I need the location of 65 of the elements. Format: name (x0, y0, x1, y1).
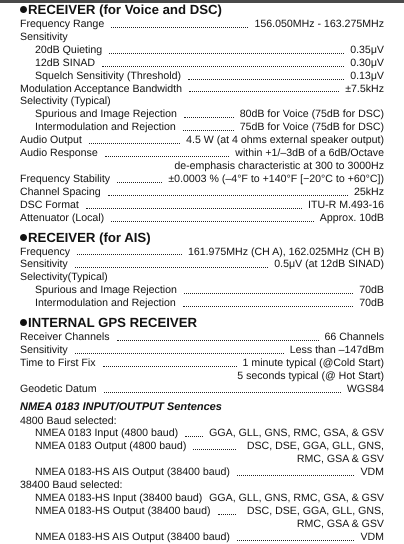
spec-label: Geodetic Datum (20, 382, 97, 396)
spec-value: 80dB for Voice (75dB for DSC) (240, 108, 384, 122)
spec-label: Modulation Acceptance Bandwidth (20, 82, 182, 96)
spec-label: NMEA 0183-HS AIS Output (38400 baud) (35, 466, 230, 480)
spec-value: 0.35μV (350, 44, 384, 57)
spec-value: within +1/–3dB of a 6dB/Octave (235, 147, 384, 160)
spec-value: 0.13μV (350, 70, 384, 83)
section-heading: RECEIVER (for AIS) (28, 228, 151, 246)
section-heading: NMEA 0183 INPUT/OUTPUT Sentences (20, 400, 222, 415)
spec-value: 1 minute typical (@Cold Start) (242, 356, 384, 370)
spec-value: 4.5 W (at 4 ohms external speaker output) (186, 134, 384, 148)
spec-label: Spurious and Image Rejection (35, 108, 177, 122)
spec-label: Intermodulation and Rejection (35, 297, 176, 310)
spec-label: Time to First Fix (20, 356, 96, 370)
spec-value: 5 seconds typical (@ Hot Start) (237, 370, 384, 383)
spec-label: 20dB Quieting (35, 44, 102, 57)
spec-label: 4800 Baud selected: (20, 414, 117, 428)
spec-label: Intermodulation and Rejection (35, 121, 176, 134)
spec-value: ITU-R M.493-16 (308, 198, 384, 212)
section-heading: INTERNAL GPS RECEIVER (28, 314, 198, 332)
spec-label: Frequency Stability (20, 172, 110, 186)
section-heading: RECEIVER (for Voice and DSC) (28, 1, 222, 18)
spec-label: NMEA 0183-HS Output (38400 baud) (35, 504, 210, 518)
spec-label: Squelch Sensitivity (Threshold) (35, 70, 182, 83)
spec-value: VDM (360, 466, 384, 480)
spec-value: WGS84 (346, 382, 384, 396)
spec-label: NMEA 0183-HS Input (38400 baud) (35, 492, 202, 505)
spec-label: NMEA 0183 Input (4800 baud) (35, 427, 178, 440)
spec-value: 25kHz (354, 186, 384, 199)
spec-label: Sensitivity (20, 258, 68, 272)
spec-label: Frequency (20, 246, 70, 258)
spec-value: Less than –147dBm (290, 344, 384, 357)
spec-label: DSC Format (20, 198, 79, 212)
spec-value: Approx. 10dB (320, 212, 384, 224)
spec-label: Spurious and Image Rejection (35, 284, 177, 298)
spec-label: Audio Response (20, 147, 98, 160)
spec-value: VDM (360, 530, 384, 544)
spec-value: 70dB (359, 284, 384, 298)
spec-label: 38400 Baud selected: (20, 479, 122, 492)
spec-value: DSC, DSE, GGA, GLL, GNS, RMC, GSA & GSV (246, 440, 384, 466)
spec-value: DSC, DSE, GGA, GLL, GNS, RMC, GSA & GSV (246, 504, 384, 531)
spec-value: 161.975MHz (CH A), 162.025MHz (CH B) (188, 246, 384, 258)
spec-value: 0.5μV (at 12dB SINAD) (274, 258, 384, 272)
spec-label: Sensitivity (20, 344, 68, 357)
spec-label: NMEA 0183-HS AIS Output (38400 baud) (35, 530, 230, 544)
spec-value: GGA, GLL, GNS, RMC, GSA, & GSV (209, 492, 384, 505)
spec-label: Selectivity (Typical) (20, 95, 111, 108)
spec-label: 12dB SINAD (35, 56, 96, 70)
spec-label: NMEA 0183 Output (4800 baud) (35, 440, 186, 454)
spec-label: Frequency Range (20, 18, 104, 31)
spec-label: Selectivity(Typical) (20, 271, 108, 284)
spec-value: 66 Channels (324, 331, 384, 344)
spec-value: ±0.0003 % (–4°F to +140°F [−20°C to +60°C]) (168, 172, 384, 186)
spec-label: Attenuator (Local) (20, 212, 104, 224)
spec-value: de-emphasis characteristic at 300 to 3000Hz (174, 160, 384, 173)
spec-value: 0.30μV (350, 56, 384, 70)
spec-label: Sensitivity (20, 30, 68, 44)
spec-value: 75dB for Voice (75dB for DSC) (240, 121, 384, 134)
spec-value: ±7.5kHz (345, 82, 384, 96)
spec-value: 156.050MHz - 163.275MHz (254, 18, 384, 31)
spec-value: 70dB (359, 297, 384, 310)
spec-value: GGA, GLL, GNS, RMC, GSA, & GSV (209, 427, 384, 440)
spec-label: Audio Output (20, 134, 82, 148)
spec-label: Receiver Channels (20, 331, 110, 344)
spec-label: Channel Spacing (20, 186, 101, 199)
